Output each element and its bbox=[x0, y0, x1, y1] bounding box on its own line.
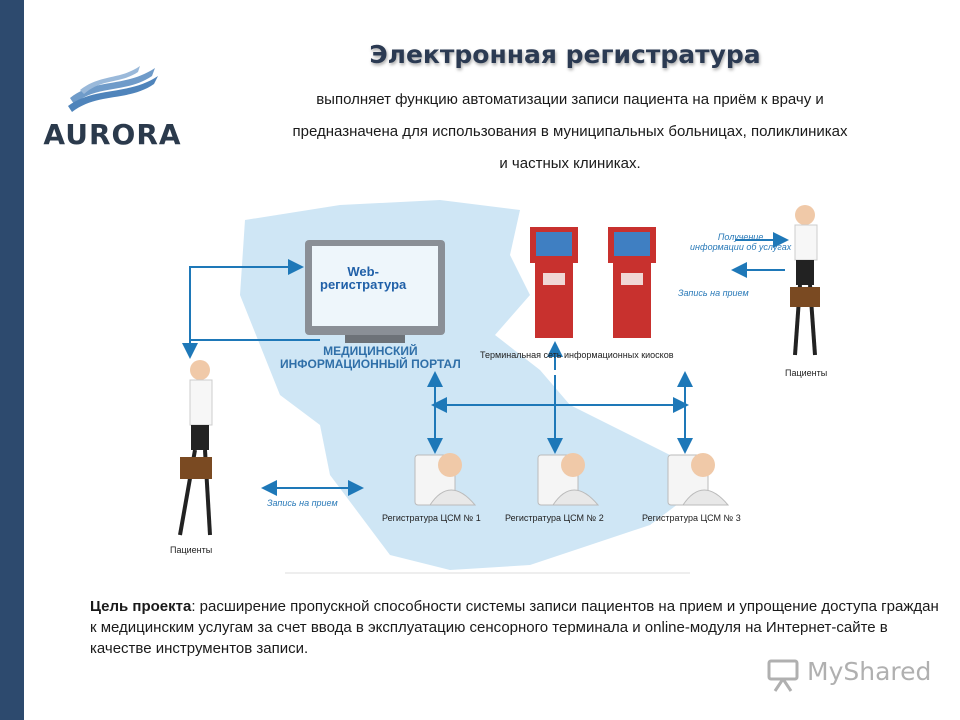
subtitle-line: предназначена для использования в муници… bbox=[292, 123, 848, 140]
arrow-label-record-left: Запись на прием bbox=[267, 498, 338, 508]
page-subtitle: выполняет функцию автоматизации записи п… bbox=[200, 84, 940, 180]
sidebar-strip bbox=[0, 0, 24, 720]
wave-logo-icon bbox=[68, 66, 158, 112]
portal-label: МЕДИЦИНСКИЙ ИНФОРМАЦИОННЫЙ ПОРТАЛ bbox=[280, 345, 461, 371]
web-screen-label: Web- регистратура bbox=[320, 264, 407, 292]
goal-label: Цель проекта bbox=[90, 598, 192, 615]
arrow-label-record-right: Запись на прием bbox=[678, 288, 749, 298]
operator-icon bbox=[537, 453, 600, 506]
operator-icon bbox=[667, 453, 730, 506]
logo-text: AURORA bbox=[43, 118, 182, 151]
registry-label-3: Регистратура ЦСМ № 3 bbox=[642, 513, 741, 523]
arrow-label-info: Получение информации об услугах bbox=[690, 232, 791, 252]
aurora-logo: AURORA bbox=[40, 60, 185, 160]
subtitle-line: и частных клиниках. bbox=[499, 155, 641, 172]
patient-right-icon bbox=[790, 205, 820, 356]
operator-icon bbox=[414, 453, 477, 506]
subtitle-line: выполняет функцию автоматизации записи п… bbox=[316, 91, 824, 108]
kiosk-icon bbox=[608, 227, 656, 338]
page-title: Электронная регистратура bbox=[369, 40, 761, 69]
arrow-label-line: информации об услугах bbox=[690, 242, 792, 252]
arrow-label-line: Получение bbox=[717, 232, 764, 242]
monitor-icon bbox=[305, 240, 445, 343]
patients-left-label: Пациенты bbox=[170, 545, 213, 555]
kiosk-network-label: Терминальная сеть информационных киосков bbox=[480, 350, 674, 360]
portal-label-line: МЕДИЦИНСКИЙ bbox=[323, 344, 418, 358]
system-diagram: Web- регистратура МЕДИЦИНСКИЙ ИНФОРМАЦИО… bbox=[150, 195, 880, 580]
patients-right-label: Пациенты bbox=[785, 368, 828, 378]
presentation-icon bbox=[767, 659, 799, 692]
watermark: MyShared bbox=[765, 655, 935, 695]
goal-text: : расширение пропускной способности сист… bbox=[90, 598, 939, 657]
watermark-text: MyShared bbox=[807, 657, 932, 686]
patient-left-icon bbox=[178, 360, 213, 536]
flow-arrows bbox=[182, 232, 789, 496]
kiosk-icon bbox=[530, 227, 578, 338]
project-goal: Цель проекта: расширение пропускной спос… bbox=[90, 596, 940, 659]
registry-label-2: Регистратура ЦСМ № 2 bbox=[505, 513, 604, 523]
portal-label-line: ИНФОРМАЦИОННЫЙ ПОРТАЛ bbox=[280, 357, 461, 371]
registry-label-1: Регистратура ЦСМ № 1 bbox=[382, 513, 481, 523]
